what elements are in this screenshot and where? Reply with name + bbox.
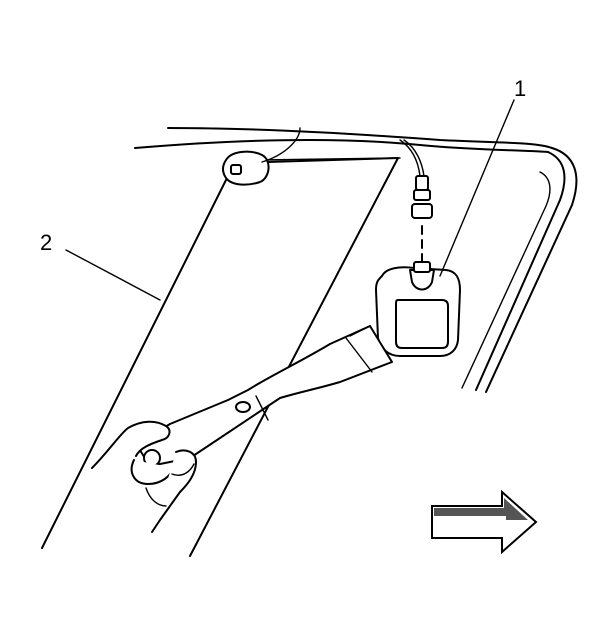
dome-component <box>375 261 461 357</box>
window-frame <box>461 147 578 393</box>
callout-2-label: 2 <box>40 230 52 255</box>
callout-1: 1 <box>439 76 526 277</box>
pillar-trim-panel <box>41 157 401 557</box>
callout-1-label: 1 <box>514 76 526 101</box>
upper-clip <box>222 150 270 186</box>
technician-hand <box>91 420 197 533</box>
roof-edge <box>134 127 553 153</box>
direction-arrow-icon <box>431 489 538 555</box>
wiring-harness <box>261 127 425 177</box>
wire-connector <box>411 175 433 263</box>
callout-2: 2 <box>40 230 161 301</box>
trim-tool <box>135 325 393 467</box>
